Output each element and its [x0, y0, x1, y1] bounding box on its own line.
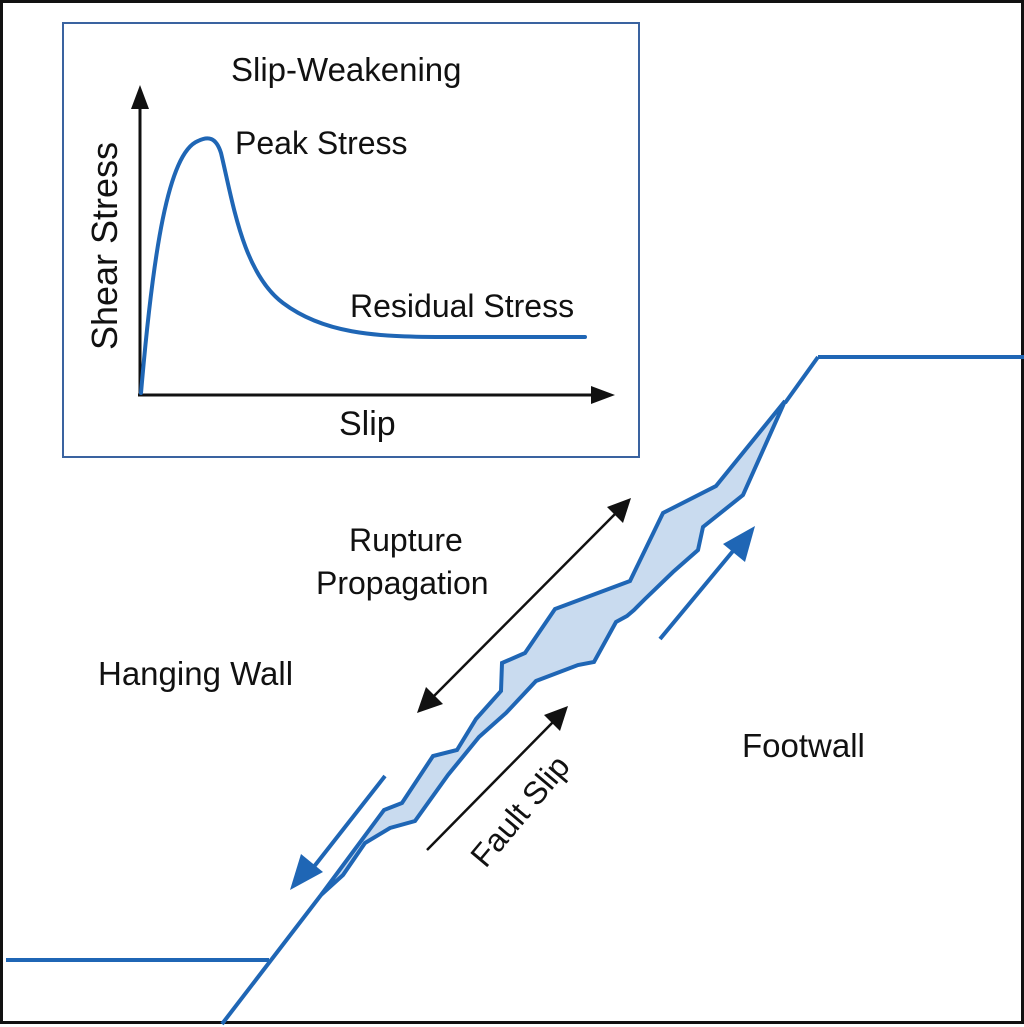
- rupture-propagation-arrow: [432, 510, 619, 698]
- x-axis-arrow-icon: [591, 386, 615, 404]
- inset-title: Slip-Weakening: [231, 51, 462, 88]
- y-axis-arrow-icon: [131, 85, 149, 109]
- fault-geometry: [6, 355, 1024, 1026]
- rupture-arrowhead-down-icon: [417, 687, 443, 713]
- fault-zone: [319, 399, 787, 897]
- inset-chart: [131, 85, 615, 404]
- fault-slip-arrowhead-icon: [544, 706, 568, 731]
- y-axis-label: Shear Stress: [84, 141, 125, 351]
- peak-stress-label: Peak Stress: [235, 125, 408, 161]
- fault-slip-arrow: [426, 719, 556, 851]
- footwall-slip-arrow: [658, 543, 740, 641]
- residual-stress-label: Residual Stress: [350, 288, 575, 324]
- footwall-slip-arrowhead-icon: [723, 526, 755, 562]
- black-arrows: [417, 498, 631, 851]
- fault-trace-upper: [783, 355, 820, 405]
- fault-trace-lower: [220, 893, 323, 1026]
- hanging-wall-slip-arrowhead-icon: [290, 854, 323, 890]
- diagram-graphics: [6, 85, 1024, 1026]
- rupture-arrowhead-up-icon: [607, 498, 631, 523]
- hanging-wall-label: Hanging Wall: [98, 655, 294, 692]
- footwall-label: Footwall: [742, 727, 865, 764]
- rupture-label-line2: Propagation: [316, 565, 489, 601]
- hanging-wall-slip-arrow: [307, 774, 387, 875]
- rupture-label-line1: Rupture: [349, 522, 463, 558]
- slip-arrows: [290, 526, 755, 890]
- inset-frame: [62, 22, 640, 458]
- x-axis-label: Slip: [339, 405, 396, 443]
- stress-curve: [139, 136, 587, 395]
